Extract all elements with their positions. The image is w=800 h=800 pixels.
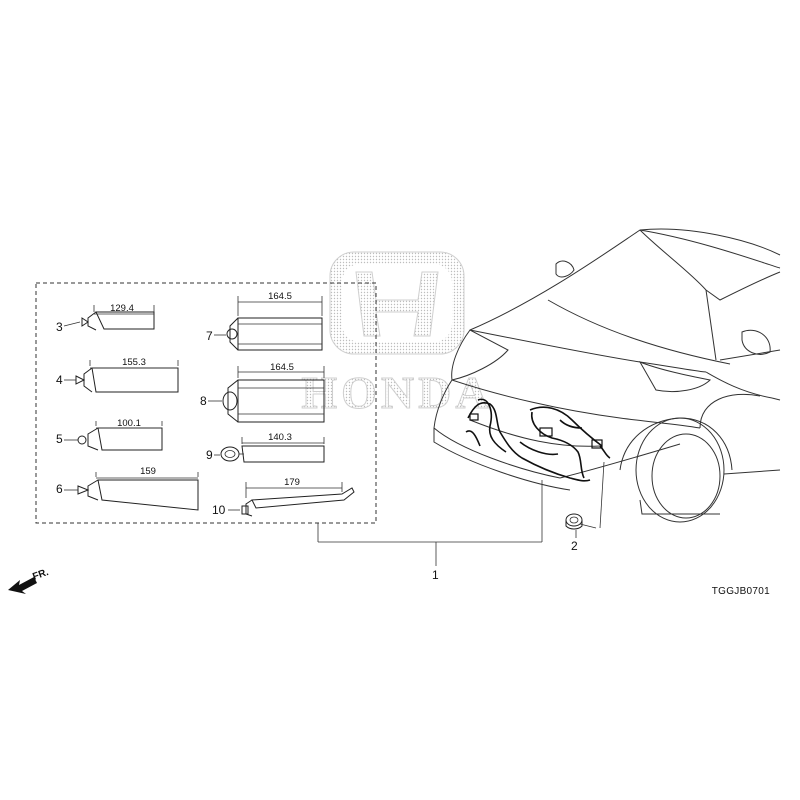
part-4-band-clip bbox=[75, 360, 179, 393]
part-3-label: 3 bbox=[56, 320, 63, 334]
car-front-outline bbox=[433, 228, 781, 523]
part-9-band-clip bbox=[220, 437, 325, 463]
part-9-label: 9 bbox=[206, 448, 213, 462]
part-6-dimension: 159 bbox=[140, 466, 156, 477]
part-5-band-clip bbox=[77, 421, 163, 451]
callout-1-leader bbox=[317, 480, 543, 566]
part-6-band-clip bbox=[77, 472, 199, 511]
part-4-dimension: 155.3 bbox=[122, 357, 146, 368]
watermark-text: HONDA bbox=[301, 367, 492, 418]
part-7-dimension: 164.5 bbox=[268, 291, 292, 302]
part-3-band-clip bbox=[81, 305, 155, 331]
part-8-dimension: 164.5 bbox=[270, 362, 294, 373]
part-8-band-clip bbox=[222, 366, 325, 423]
part-10-dimension: 179 bbox=[284, 477, 300, 488]
diagram-code: TGGJB0701 bbox=[712, 586, 770, 597]
part-6-label: 6 bbox=[56, 482, 63, 496]
part-3-dimension: 129.4 bbox=[110, 303, 134, 314]
part-9-dimension: 140.3 bbox=[268, 432, 292, 443]
callout-1-label: 1 bbox=[432, 568, 439, 582]
part-10-band-clip bbox=[241, 482, 355, 517]
part-7-label: 7 bbox=[206, 329, 213, 343]
part-5-dimension: 100.1 bbox=[117, 418, 141, 429]
callout-2-label: 2 bbox=[571, 539, 578, 553]
part-2-grommet bbox=[565, 461, 605, 530]
honda-watermark: HONDA bbox=[301, 251, 492, 419]
front-direction-arrow-icon bbox=[8, 577, 37, 594]
part-5-label: 5 bbox=[56, 432, 63, 446]
part-7-band-clip bbox=[226, 296, 323, 351]
part-8-label: 8 bbox=[200, 394, 207, 408]
part-10-label: 10 bbox=[212, 503, 226, 517]
part-4-label: 4 bbox=[56, 373, 63, 387]
direction-label: FR. bbox=[31, 567, 50, 583]
parts-group-box bbox=[35, 282, 377, 524]
wire-harness bbox=[465, 398, 611, 482]
